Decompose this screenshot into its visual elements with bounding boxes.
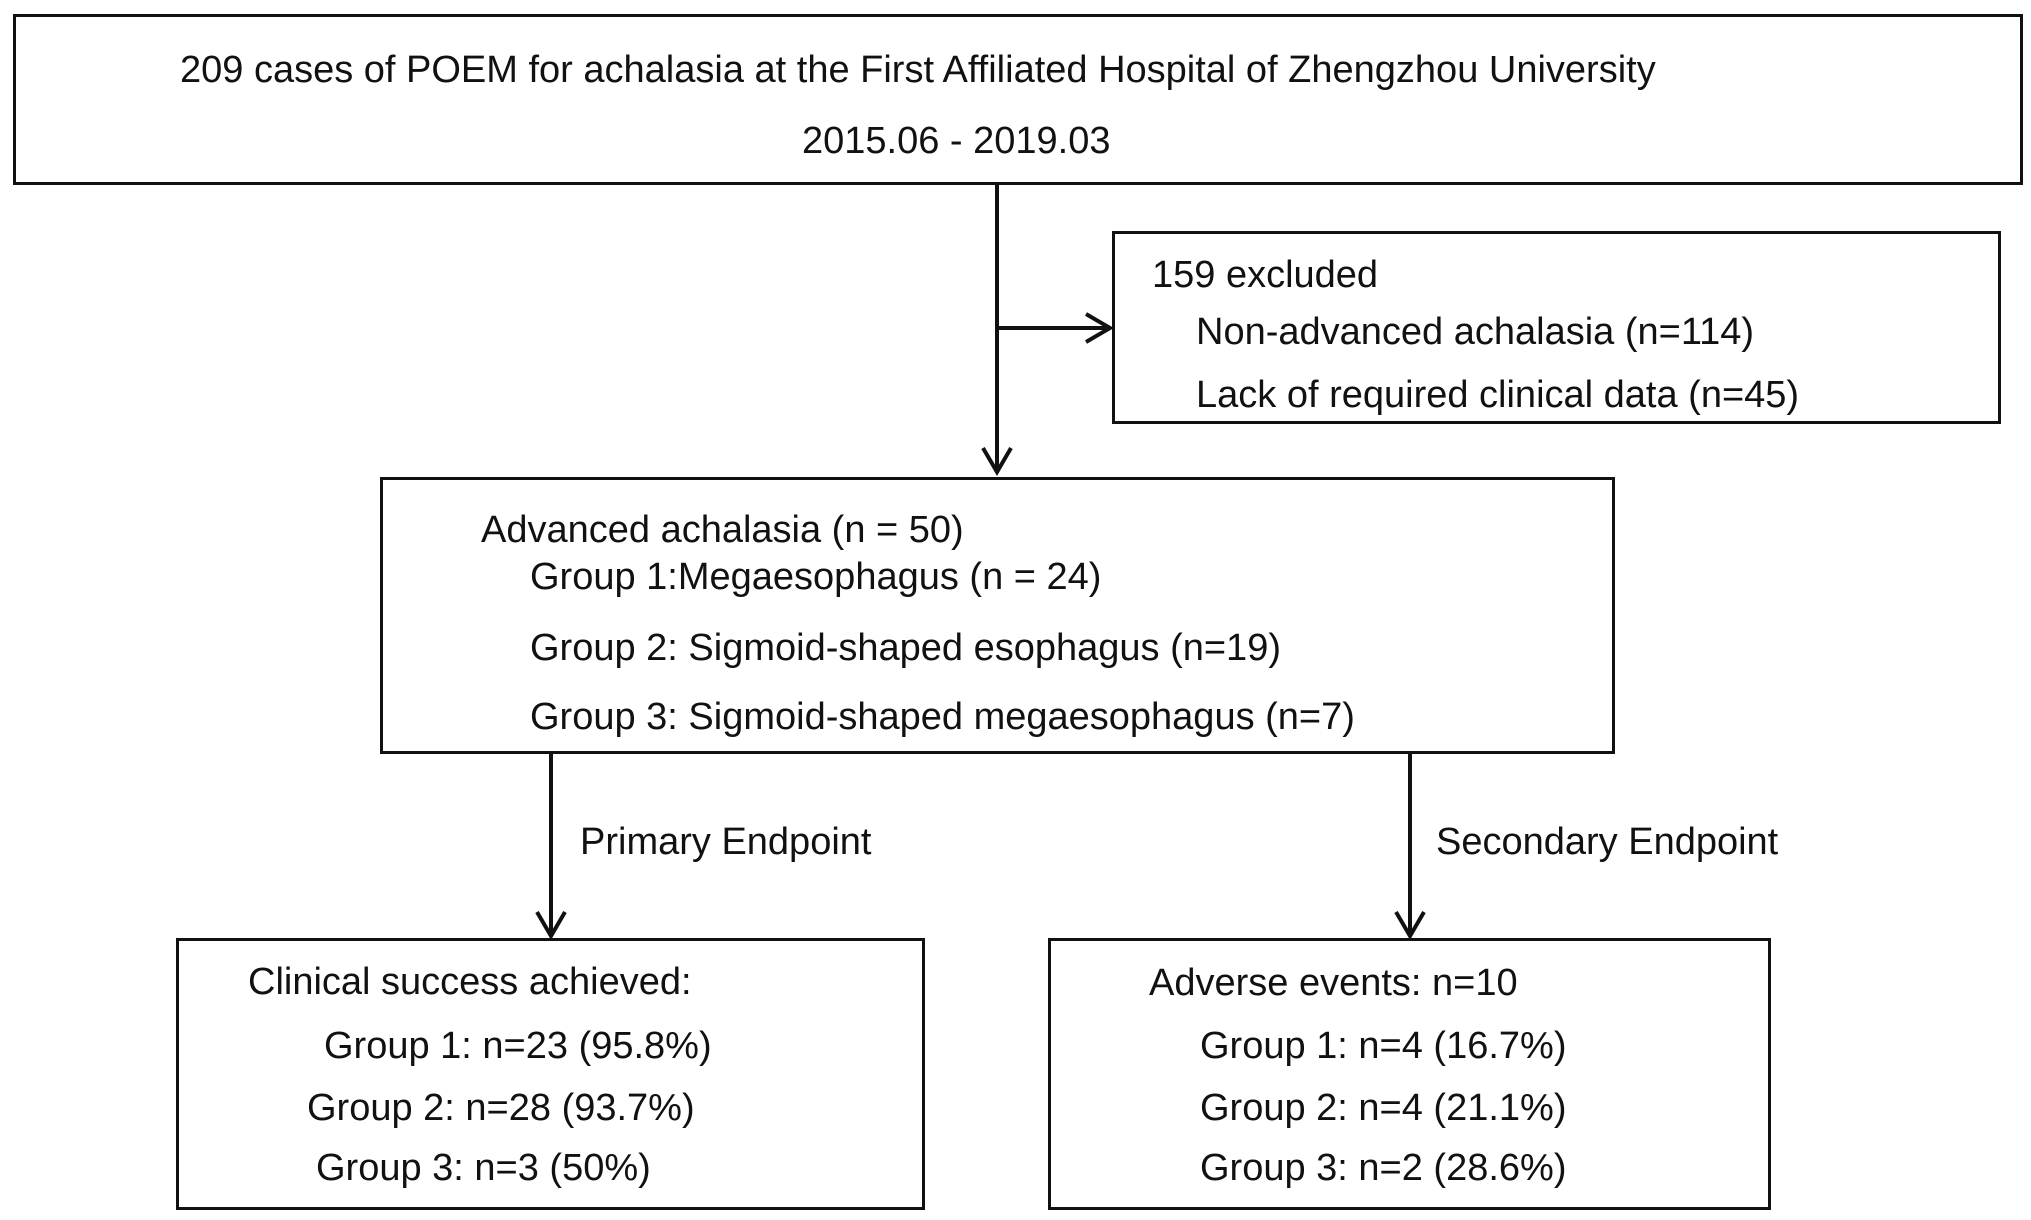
main-arrowhead: [981, 446, 1013, 476]
adverse-title: Adverse events: n=10: [1149, 962, 1518, 1004]
success-group: Group 1: n=23 (95.8%): [324, 1025, 712, 1067]
clinical-success-box: Clinical success achieved: Group 1: n=23…: [176, 938, 925, 1210]
cohort-box: 209 cases of POEM for achalasia at the F…: [13, 14, 2023, 185]
adverse-group: Group 1: n=4 (16.7%): [1200, 1025, 1567, 1067]
cohort-date-range: 2015.06 - 2019.03: [802, 120, 1111, 162]
success-group: Group 2: n=28 (93.7%): [307, 1087, 695, 1129]
excluded-box: 159 excluded Non-advanced achalasia (n=1…: [1112, 231, 2001, 424]
success-group: Group 3: n=3 (50%): [316, 1147, 651, 1189]
excluded-item: Lack of required clinical data (n=45): [1196, 374, 1800, 416]
adverse-group: Group 2: n=4 (21.1%): [1200, 1087, 1567, 1129]
secondary-endpoint-label: Secondary Endpoint: [1436, 821, 1779, 863]
success-title: Clinical success achieved:: [248, 961, 692, 1003]
advanced-group: Group 1:Megaesophagus (n = 24): [530, 556, 1102, 598]
excluded-item: Non-advanced achalasia (n=114): [1196, 311, 1755, 353]
exclusion-arrowhead: [1084, 312, 1114, 344]
advanced-group: Group 3: Sigmoid-shaped megaesophagus (n…: [530, 696, 1355, 738]
advanced-achalasia-box: Advanced achalasia (n = 50) Group 1:Mega…: [380, 477, 1615, 754]
advanced-title: Advanced achalasia (n = 50): [481, 509, 964, 551]
primary-endpoint-label: Primary Endpoint: [580, 821, 872, 863]
primary-arrowhead: [535, 910, 567, 940]
secondary-arrowhead: [1394, 910, 1426, 940]
cohort-description: 209 cases of POEM for achalasia at the F…: [180, 49, 1656, 91]
excluded-title: 159 excluded: [1152, 254, 1379, 296]
adverse-events-box: Adverse events: n=10 Group 1: n=4 (16.7%…: [1048, 938, 1771, 1210]
advanced-group: Group 2: Sigmoid-shaped esophagus (n=19): [530, 627, 1281, 669]
adverse-group: Group 3: n=2 (28.6%): [1200, 1147, 1567, 1189]
